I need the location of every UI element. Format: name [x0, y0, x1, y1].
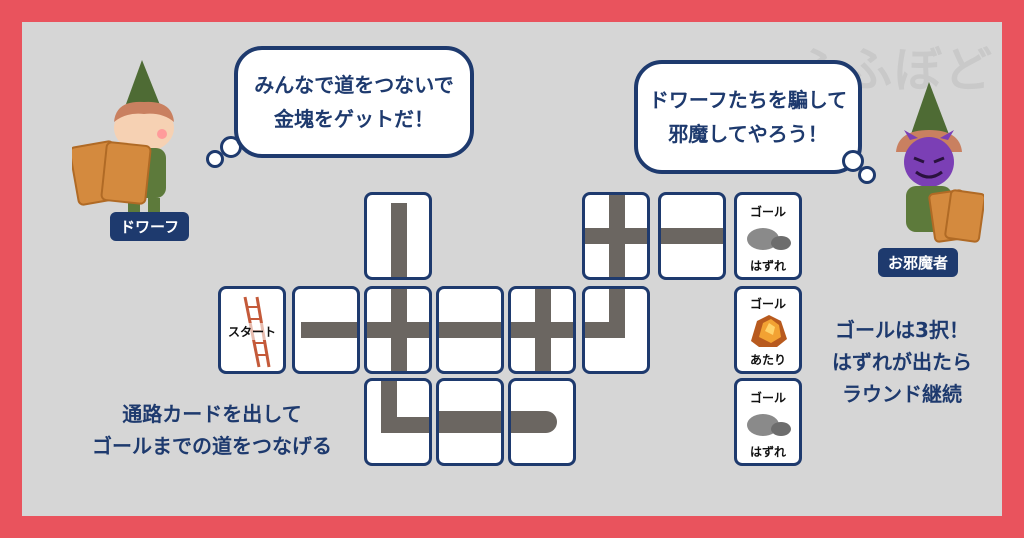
goal-card-title: ゴール — [749, 205, 786, 219]
saboteur-bubble-line2: 邪魔してやろう！ — [668, 122, 828, 146]
saboteur-bubble-line1: ドワーフたちを騙して — [648, 88, 848, 112]
path-card-corner — [364, 378, 432, 466]
goal-card-miss: ゴール はずれ — [734, 378, 802, 466]
caption-left-line1: 通路カードを出して — [122, 402, 302, 426]
path-card-horizontal — [658, 192, 726, 280]
dwarf-character-icon — [72, 60, 174, 214]
board-panel: ふふぼど ドワーフ みんなで道をつないで 金塊をゲットだ！ ドワーフたちを騙して… — [22, 22, 1002, 516]
path-card-cross — [582, 192, 650, 280]
caption-left-line2: ゴールまでの道をつなげる — [92, 434, 332, 458]
goal-card-result: はずれ — [749, 445, 786, 459]
saboteur-speech-bubble: ドワーフたちを騙して 邪魔してやろう！ — [634, 60, 862, 174]
caption-right: ゴールは3択！ はずれが出たら ラウンド継続 — [812, 314, 992, 410]
goal-card-miss: ゴール はずれ — [734, 192, 802, 280]
goal-card-hit: ゴール あたり — [734, 286, 802, 374]
dwarf-speech-bubble: みんなで道をつないで 金塊をゲットだ！ — [234, 46, 474, 158]
dwarf-bubble-line1: みんなで道をつないで — [254, 73, 454, 97]
gold-nugget-icon — [751, 315, 787, 347]
dwarf-name-label: ドワーフ — [110, 212, 190, 241]
saboteur-character-icon — [896, 82, 984, 243]
start-card: スタート — [218, 286, 286, 374]
caption-right-line3: ラウンド継続 — [842, 382, 962, 406]
path-card-cross — [508, 286, 576, 374]
goal-card-result: はずれ — [749, 259, 786, 273]
goal-card-result: あたり — [749, 353, 786, 367]
thought-dot — [842, 150, 864, 172]
path-card-cross — [364, 286, 432, 374]
path-card-horizontal — [436, 286, 504, 374]
path-card-vertical — [364, 192, 432, 280]
thought-dot — [858, 166, 876, 184]
stone-icon — [747, 414, 791, 436]
path-card-dead-end — [508, 378, 576, 466]
goal-card-title: ゴール — [749, 391, 786, 405]
caption-right-line1: ゴールは3択！ — [835, 318, 969, 342]
thought-dot — [206, 150, 224, 168]
caption-left: 通路カードを出して ゴールまでの道をつなげる — [62, 398, 362, 462]
dwarf-bubble-line2: 金塊をゲットだ！ — [274, 107, 434, 131]
start-card-label: スタート — [221, 323, 283, 340]
stone-icon — [747, 228, 791, 250]
path-card-corner — [582, 286, 650, 374]
path-card-horizontal — [292, 286, 360, 374]
path-card-horizontal — [436, 378, 504, 466]
goal-card-title: ゴール — [749, 297, 786, 311]
caption-right-line2: はずれが出たら — [832, 350, 972, 374]
saboteur-name-label: お邪魔者 — [878, 248, 959, 277]
